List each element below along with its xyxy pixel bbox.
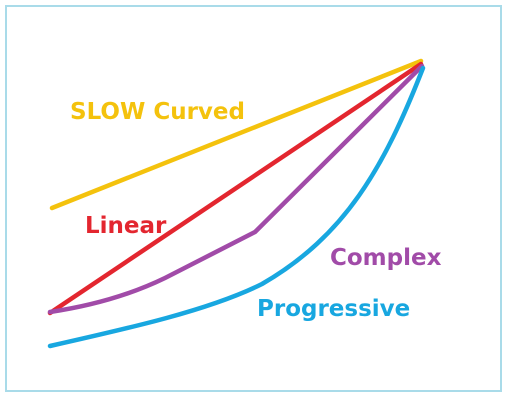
progressive-label: Progressive [257,296,410,322]
progressive-line [47,65,426,349]
diagram-frame [5,5,502,392]
slow-curved-label: SLOW Curved [70,99,245,125]
complex-label: Complex [330,245,442,271]
slow-curved-line [49,58,424,211]
linear-line [47,61,424,316]
complex-line [47,63,425,315]
linear-label: Linear [85,213,167,239]
